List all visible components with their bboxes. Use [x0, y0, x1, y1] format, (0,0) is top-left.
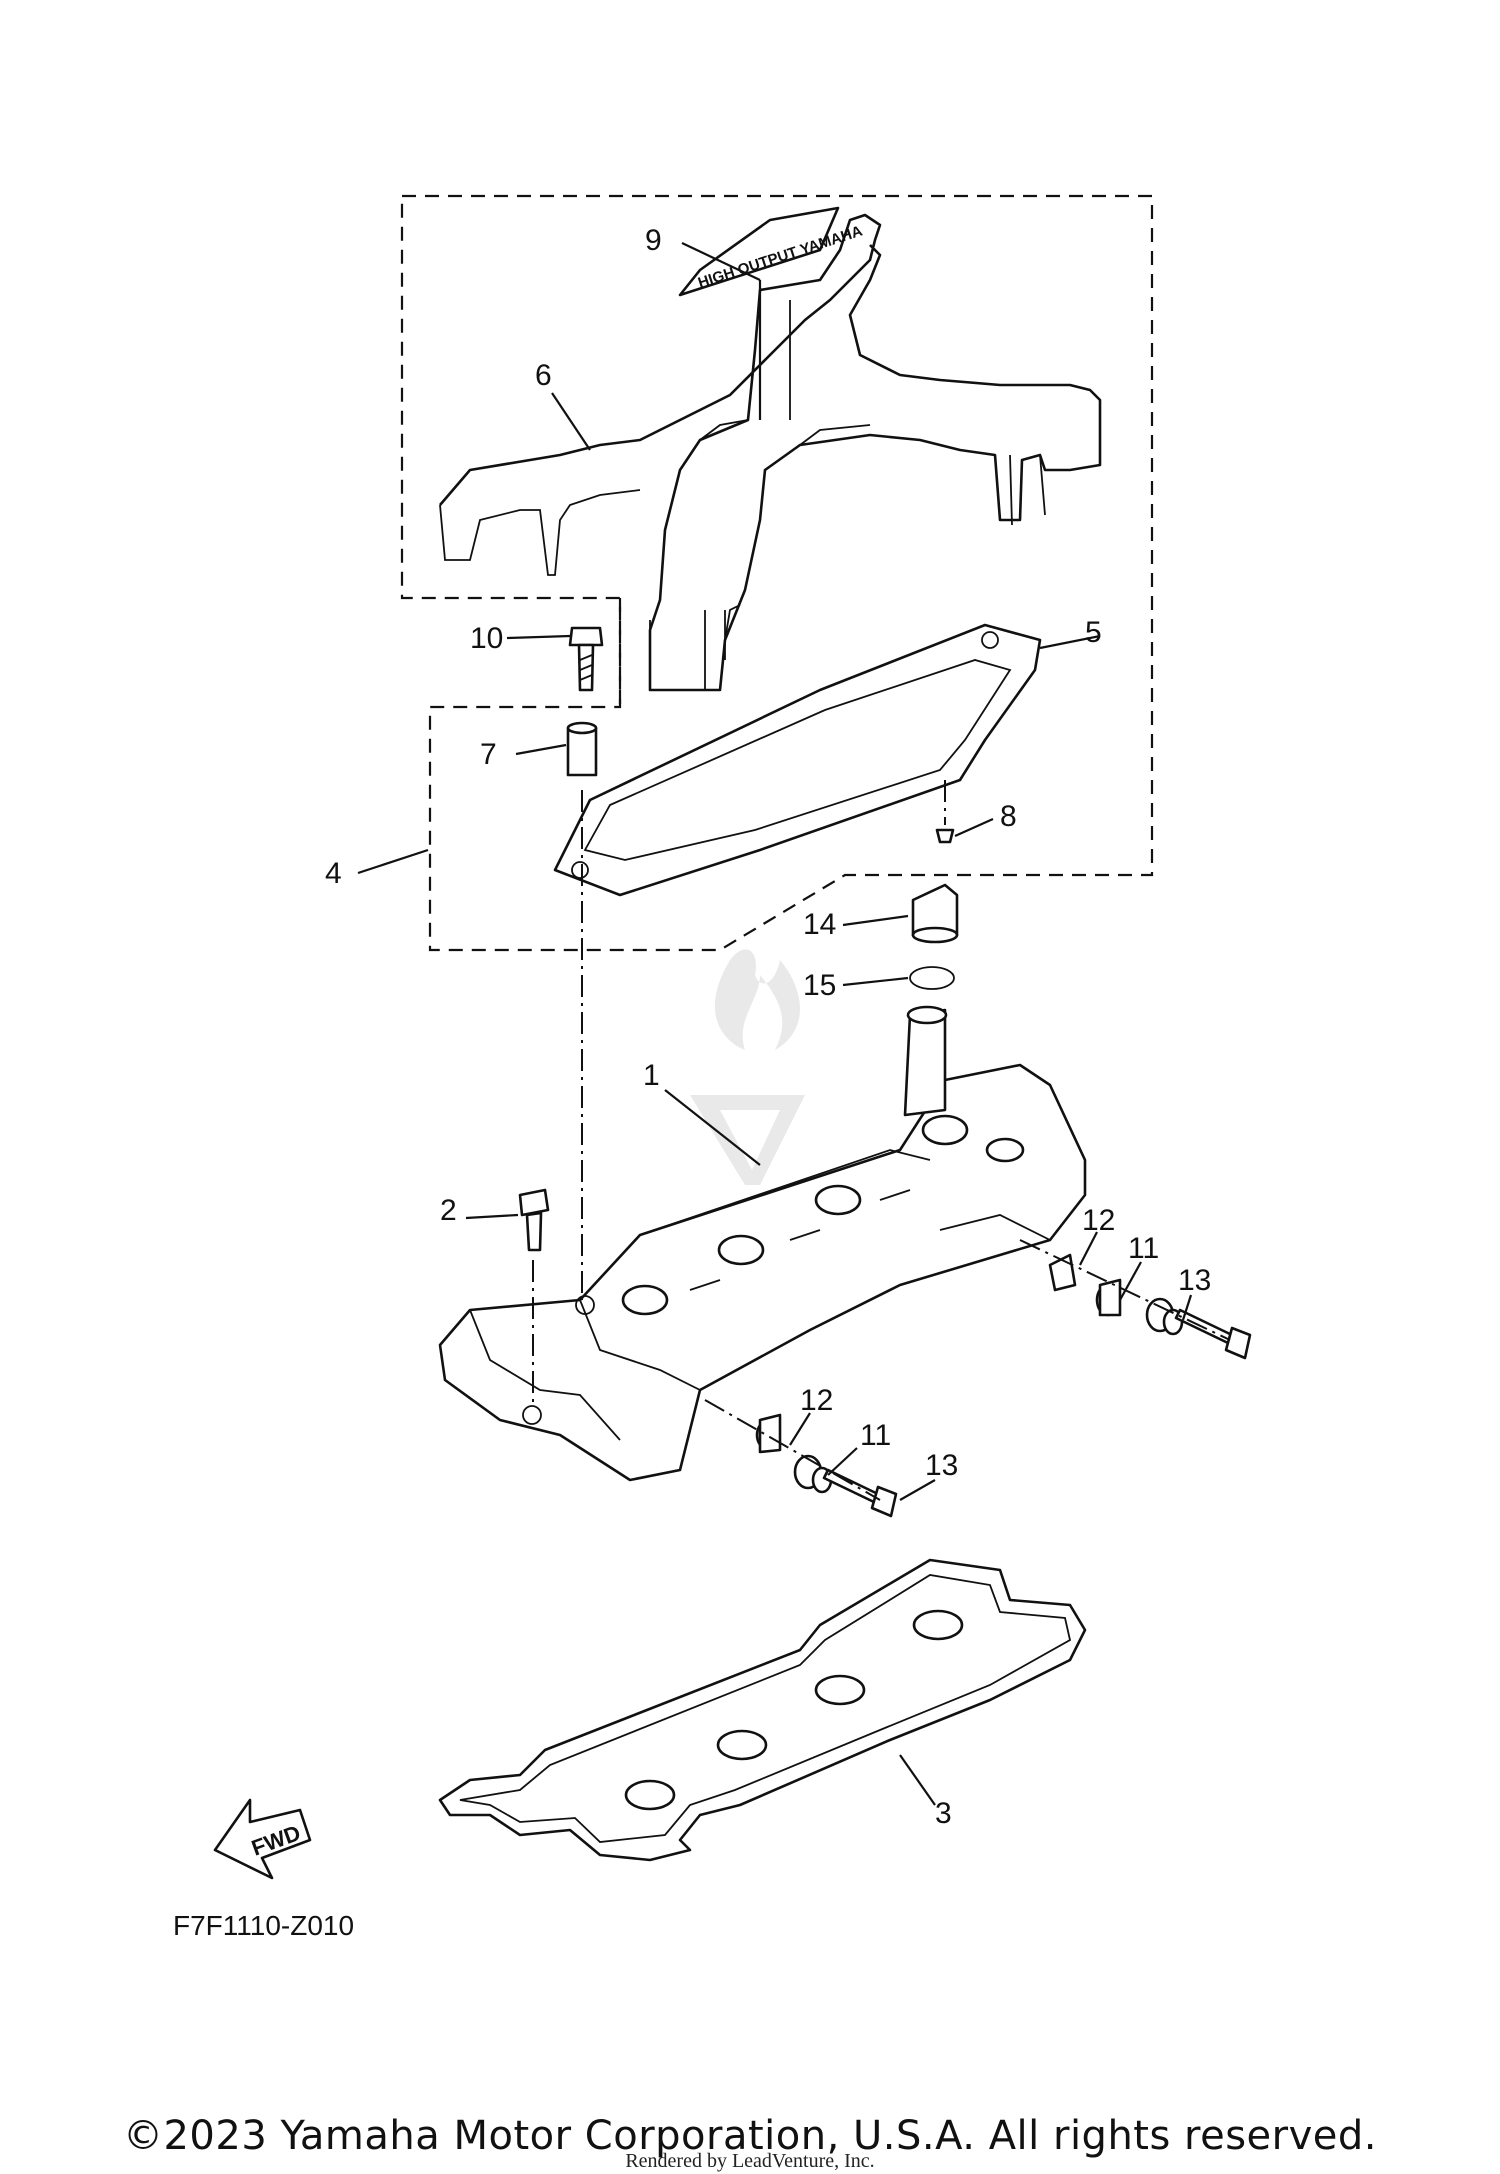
diagram-code: F7F1110-Z010 — [173, 1910, 354, 1941]
callout-13-upper: 13 — [1178, 1264, 1211, 1297]
collar-part-7 — [566, 721, 598, 777]
callout-12-lower: 12 — [800, 1384, 833, 1417]
callout-10: 10 — [470, 622, 503, 655]
assembly-box-upper — [400, 194, 1154, 952]
o-ring-part-15 — [909, 966, 955, 990]
copyright-notice: ©2023 Yamaha Motor Corporation, U.S.A. A… — [122, 2113, 1377, 2159]
callout-12-upper: 12 — [1082, 1204, 1115, 1237]
callout-5: 5 — [1085, 616, 1102, 649]
callout-14: 14 — [803, 908, 836, 941]
callout-8: 8 — [1000, 800, 1017, 833]
grommet-set-lower — [704, 1399, 898, 1518]
screw-part-8 — [935, 828, 955, 844]
callout-15: 15 — [803, 969, 836, 1002]
callout-7: 7 — [480, 738, 497, 771]
callout-labels: 9 6 10 5 7 8 4 14 15 1 2 12 11 13 12 11 … — [325, 224, 1211, 1830]
top-cover-part — [439, 213, 1102, 692]
callout-9: 9 — [645, 224, 662, 257]
callout-13-lower: 13 — [925, 1449, 958, 1482]
watermark-logo — [690, 949, 805, 1185]
bolt-part-2 — [518, 1188, 550, 1252]
gasket-part-3 — [438, 1558, 1087, 1862]
callout-3: 3 — [935, 1797, 952, 1830]
oil-cap-part-14 — [911, 883, 959, 944]
callout-11-lower: 11 — [860, 1419, 891, 1452]
screw-part-10 — [568, 626, 604, 692]
forward-direction-arrow: FWD — [213, 1798, 312, 1880]
leader-lines — [357, 242, 1193, 1806]
rendered-by-credit: Rendered by LeadVenture, Inc. — [625, 2150, 875, 2172]
cylinder-head-cover-part — [438, 1005, 1087, 1482]
callout-2: 2 — [440, 1194, 457, 1227]
cover-plate-part — [553, 623, 1042, 897]
callout-11-upper: 11 — [1128, 1232, 1159, 1265]
callout-1: 1 — [643, 1059, 660, 1092]
callout-4: 4 — [325, 857, 342, 890]
grommet-set-upper — [1019, 1239, 1252, 1360]
callout-6: 6 — [535, 359, 552, 392]
